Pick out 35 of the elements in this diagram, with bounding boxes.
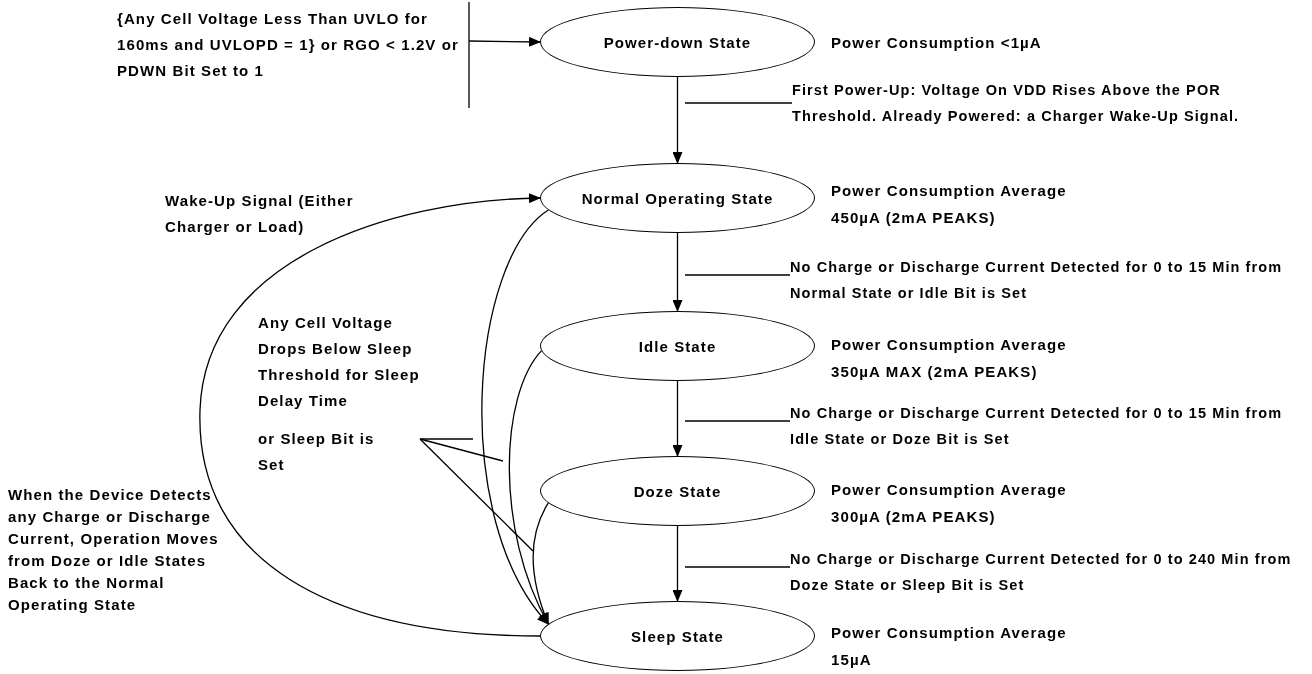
transition-condition-text: No Charge or Discharge Current Detected for 0 to 240 Min from Doze State or Sleep Bit is Set [790,546,1311,598]
transition-label: Wake-Up Signal (Either Charger or Load) [165,191,355,237]
curved-arrow [199,193,541,637]
leader-line [684,420,791,422]
note-text: When the Device Detects any Charge or Discharge Current, Operation Moves from Doze or Idle States Back to the Normal Operating State [8,485,220,615]
arrow [672,380,683,457]
leader-line [684,274,791,276]
condition-text: Any Cell Voltage Drops Below Sleep Threshold for Sleep Delay Time [258,313,421,411]
state-label: Sleep State [631,627,724,645]
curved-arrow [532,502,549,625]
transition-condition-text: No Charge or Discharge Current Detected for 0 to 15 Min from Normal State or Idle Bit is Set [790,254,1310,306]
curved-arrow [481,209,549,625]
transition-condition-text: First Power-Up: Voltage On VDD Rises Above the POR Threshold. Already Powered: a Charger Wake-Up Signal. [792,77,1302,129]
arrow [468,36,541,47]
transition-label: {Any Cell Voltage Less Than UVLO for 160ms and UVLOPD = 1} or RGO < 1.2V or PDWN Bit Set to 1 [117,9,460,81]
power-consumption-note: Power Consumption Average 350µA MAX (2mA PEAKS) [831,335,1068,382]
state-label: Idle State [638,337,717,355]
power-consumption-note: Power Consumption <1µA [831,33,1043,53]
leader-line [419,438,504,462]
curved-arrow [508,350,549,625]
state-label: Normal Operating State [581,189,774,207]
transition-condition-text: No Charge or Discharge Current Detected for 0 to 15 Min from Idle State or Doze Bit is Set [790,400,1310,452]
state-label: Power-down State [603,33,752,51]
leader-line [419,438,534,552]
leader-line [419,438,474,440]
power-consumption-note: Power Consumption Average 15µA [831,623,1068,670]
arrow [672,525,683,602]
arrow [672,232,683,312]
arrow [672,76,683,164]
power-consumption-note: Power Consumption Average 300µA (2mA PEAKS) [831,480,1068,527]
leader-line [684,102,793,104]
condition-text: or Sleep Bit is Set [258,429,376,475]
power-consumption-note: Power Consumption Average 450µA (2mA PEAKS) [831,181,1068,228]
leader-line [684,566,791,568]
state-label: Doze State [633,482,722,500]
